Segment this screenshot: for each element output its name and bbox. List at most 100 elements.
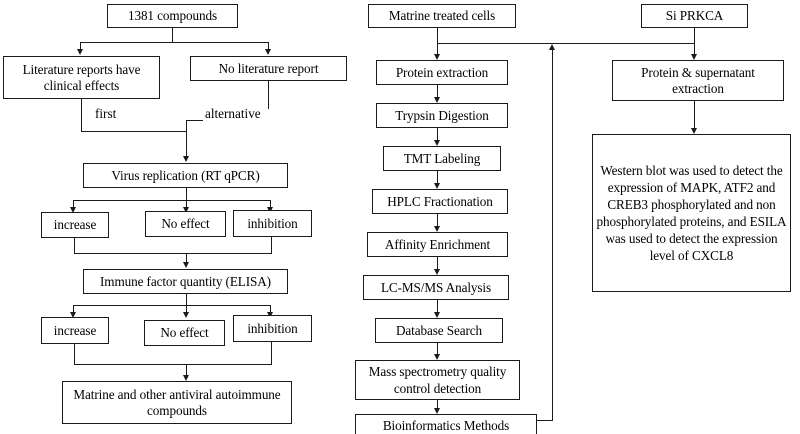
arrow-if-no-effect (183, 312, 189, 318)
arrow-to-qc (434, 354, 440, 360)
edge-compounds-split (80, 42, 269, 44)
node-if-no-effect[interactable]: No effect (144, 320, 225, 346)
node-outcome-label: Matrine and other antiviral autoimmune c… (73, 386, 281, 418)
edge-if-inhibition-out (271, 342, 273, 365)
node-if-no-effect-label: No effect (160, 325, 209, 341)
edge-protein-to-trypsin (437, 85, 439, 98)
edge-first-horizontal (81, 131, 186, 133)
node-if-inhibition-label: inhibition (247, 320, 298, 336)
edge-alternative-stub-drop (186, 120, 188, 132)
edge-label-alternative: alternative (205, 106, 261, 121)
node-vr-increase[interactable]: increase (41, 212, 109, 238)
node-compounds[interactable]: 1381 compounds (107, 4, 238, 28)
edge-if-to-no-effect (186, 305, 188, 313)
edge-alternative-vertical (268, 81, 270, 109)
node-ms-quality-control-label: Mass spectrometry quality control detect… (368, 363, 507, 396)
node-lcmsms-analysis[interactable]: LC-MS/MS Analysis (363, 275, 509, 300)
node-vr-increase-label: increase (53, 217, 97, 233)
node-ms-quality-control[interactable]: Mass spectrometry quality control detect… (355, 360, 520, 400)
edge-matrine-trunk (437, 28, 439, 44)
node-immune-factor-label: Immune factor quantity (ELISA) (100, 273, 271, 289)
edge-vr-to-increase (73, 200, 75, 208)
arrow-to-trypsin (434, 97, 440, 103)
edge-vr-to-no-effect (186, 200, 188, 208)
node-if-inhibition[interactable]: inhibition (233, 315, 312, 342)
node-affinity-enrichment[interactable]: Affinity Enrichment (367, 232, 508, 257)
node-vr-no-effect[interactable]: No effect (145, 211, 226, 237)
node-matrine-treated-cells-label: Matrine treated cells (388, 8, 496, 24)
edge-qc-to-bioinformatics (437, 400, 439, 409)
arrow-to-outcome (183, 375, 189, 381)
node-database-search-label: Database Search (395, 322, 482, 338)
edge-if-to-increase (73, 305, 75, 313)
node-validation-description-label: Western blot was used to detect the expr… (596, 162, 787, 264)
edge-alternative-stub (186, 120, 203, 122)
node-protein-supernatant-extraction[interactable]: Protein & supernatant extraction (612, 60, 784, 101)
node-vr-no-effect-label: No effect (161, 216, 210, 232)
edge-hplc-to-affinity (437, 214, 439, 227)
node-protein-extraction[interactable]: Protein extraction (376, 60, 508, 85)
edge-vr-increase-out (74, 238, 76, 254)
edge-feedback-vertical (552, 50, 554, 421)
node-lcmsms-analysis-label: LC-MS/MS Analysis (380, 279, 492, 295)
arrow-to-virus-replication (183, 156, 189, 162)
arrow-to-tmt (434, 140, 440, 146)
arrow-to-affinity (434, 226, 440, 232)
arrow-to-protein-extraction (434, 54, 440, 60)
node-literature-yes[interactable]: Literature reports have clinical effects (3, 56, 160, 99)
node-literature-no-label: No literature report (218, 60, 319, 76)
node-literature-no[interactable]: No literature report (190, 56, 347, 81)
node-compounds-label: 1381 compounds (127, 8, 218, 24)
edge-to-literature-no (268, 42, 270, 50)
arrow-to-literature-no (265, 49, 271, 55)
edge-feedback-horizontal (537, 420, 553, 422)
arrow-to-literature-yes (77, 49, 83, 55)
edge-to-literature-yes (80, 42, 82, 50)
node-matrine-treated-cells[interactable]: Matrine treated cells (368, 4, 516, 28)
edge-if-split (73, 305, 271, 307)
edge-vr-merge (74, 253, 272, 255)
edge-tmt-to-hplc (437, 171, 439, 184)
node-bioinformatics-methods[interactable]: Bioinformatics Methods (355, 414, 537, 434)
edge-vr-merge-drop (186, 253, 188, 263)
edge-if-trunk (186, 294, 188, 306)
arrow-to-immune-factor (183, 262, 189, 268)
node-vr-inhibition[interactable]: inhibition (233, 210, 312, 237)
edge-to-virus-replication (186, 131, 188, 157)
node-hplc-fractionation-label: HPLC Fractionation (387, 193, 493, 209)
node-database-search[interactable]: Database Search (375, 318, 503, 343)
node-if-increase[interactable]: increase (41, 317, 109, 344)
edge-label-first: first (95, 106, 117, 121)
edge-database-to-qc (437, 343, 439, 355)
arrow-vr-increase (70, 207, 76, 213)
node-hplc-fractionation[interactable]: HPLC Fractionation (372, 189, 508, 214)
node-virus-replication[interactable]: Virus replication (RT qPCR) (83, 163, 288, 188)
edge-if-merge-drop (186, 364, 188, 376)
node-bioinformatics-methods-label: Bioinformatics Methods (382, 418, 510, 434)
edge-lcms-to-database (437, 300, 439, 313)
edge-if-merge (74, 364, 272, 366)
node-virus-replication-label: Virus replication (RT qPCR) (111, 167, 260, 183)
node-tmt-labeling[interactable]: TMT Labeling (383, 146, 501, 171)
edge-if-increase-out (74, 344, 76, 365)
edge-affinity-to-lcms (437, 257, 439, 270)
node-si-prkca[interactable]: Si PRKCA (641, 4, 748, 28)
edge-vr-to-inhibition (270, 200, 272, 208)
edge-if-to-inhibition (270, 305, 272, 313)
node-tmt-labeling-label: TMT Labeling (403, 150, 481, 166)
node-immune-factor[interactable]: Immune factor quantity (ELISA) (83, 269, 288, 294)
edge-matrine-to-protein-extraction (437, 43, 439, 55)
node-trypsin-digestion-label: Trypsin Digestion (395, 107, 489, 123)
node-trypsin-digestion[interactable]: Trypsin Digestion (376, 103, 508, 128)
edge-trypsin-to-tmt (437, 128, 439, 141)
arrow-to-hplc (434, 183, 440, 189)
node-if-increase-label: increase (53, 322, 97, 338)
edge-compounds-trunk (172, 28, 174, 43)
node-outcome[interactable]: Matrine and other antiviral autoimmune c… (62, 381, 292, 424)
node-validation-description[interactable]: Western blot was used to detect the expr… (592, 134, 791, 292)
arrow-to-validation (691, 128, 697, 134)
node-si-prkca-label: Si PRKCA (665, 8, 724, 24)
edge-first-vertical (81, 99, 83, 132)
arrow-to-supernatant-extraction (691, 54, 697, 60)
